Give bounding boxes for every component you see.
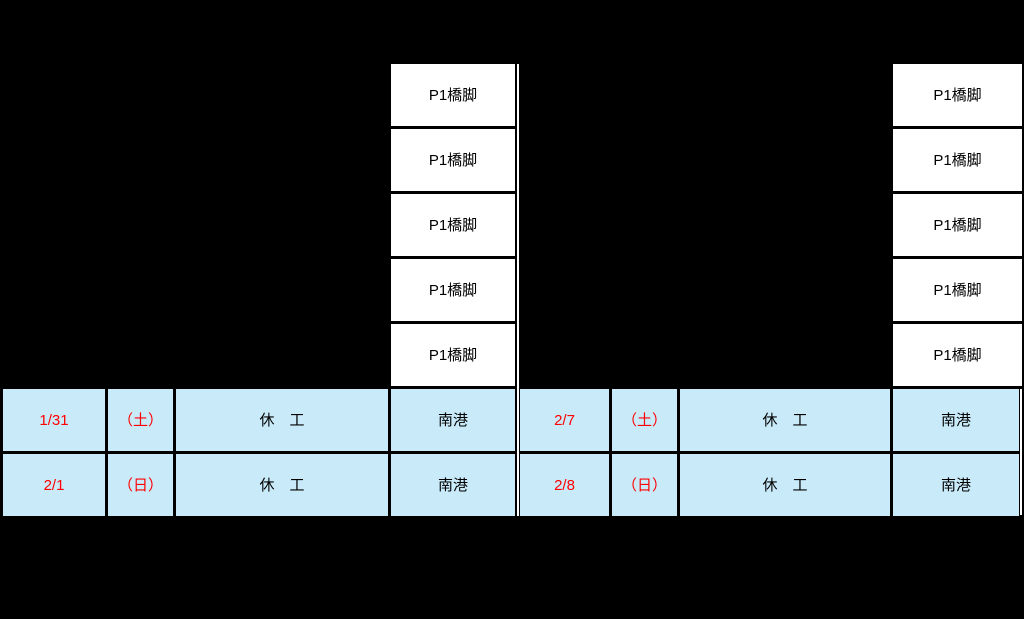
pier-cell: P1橋脚 [893, 324, 1022, 386]
weekday-cell: （日） [612, 454, 677, 516]
location-cell: 南港 [893, 454, 1022, 516]
pier-cell: P1橋脚 [391, 259, 515, 321]
work-status-cell: 休 工 [680, 454, 890, 516]
location-cell: 南港 [893, 389, 1022, 451]
location-cell: 南港 [391, 389, 515, 451]
work-status-cell: 休 工 [176, 389, 388, 451]
weekday-cell: （土） [108, 389, 173, 451]
pier-cell: P1橋脚 [391, 64, 515, 126]
edge-sliver [1020, 389, 1022, 515]
pier-cell: P1橋脚 [893, 129, 1022, 191]
pier-cell: P1橋脚 [893, 194, 1022, 256]
schedule-panel-left: P1橋脚 P1橋脚 P1橋脚 P1橋脚 P1橋脚 1/31 （土） 休 工 南港… [0, 64, 517, 516]
date-cell: 2/8 [520, 454, 609, 516]
weekday-cell: （日） [108, 454, 173, 516]
pier-cell: P1橋脚 [893, 259, 1022, 321]
half-divider [517, 64, 519, 516]
location-cell: 南港 [391, 454, 515, 516]
schedule-panel-right: P1橋脚 P1橋脚 P1橋脚 P1橋脚 P1橋脚 2/7 （土） 休 工 南港 … [519, 64, 1024, 516]
date-cell: 1/31 [3, 389, 105, 451]
weekday-cell: （土） [612, 389, 677, 451]
pier-cell: P1橋脚 [391, 194, 515, 256]
work-status-cell: 休 工 [176, 454, 388, 516]
date-cell: 2/7 [520, 389, 609, 451]
date-cell: 2/1 [3, 454, 105, 516]
pier-cell: P1橋脚 [893, 64, 1022, 126]
pier-cell: P1橋脚 [391, 324, 515, 386]
pier-cell: P1橋脚 [391, 129, 515, 191]
work-status-cell: 休 工 [680, 389, 890, 451]
